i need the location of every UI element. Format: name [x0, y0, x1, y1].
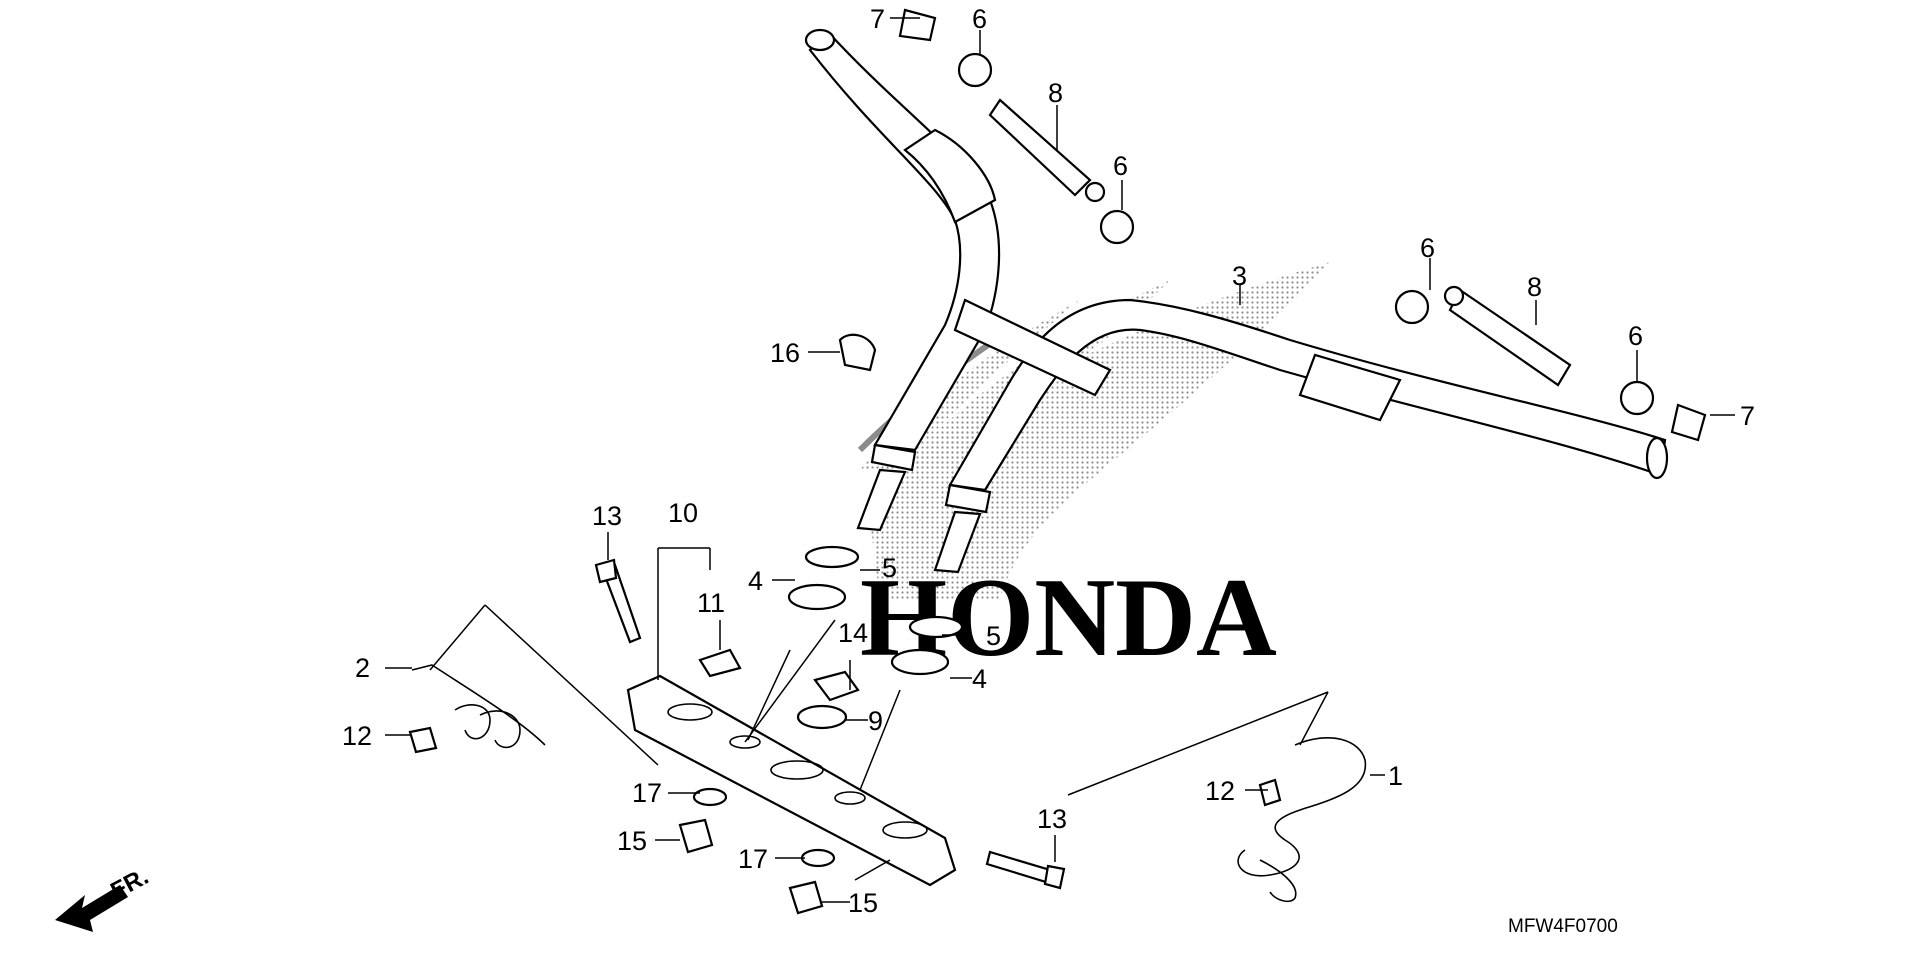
callout-14: 14	[838, 618, 868, 648]
callout-8: 8	[1048, 78, 1063, 108]
bar-end-weight-right	[1394, 285, 1707, 442]
callout-16: 16	[770, 338, 800, 368]
callout-8: 8	[1527, 272, 1542, 302]
bolt-13-lower	[985, 850, 1052, 884]
callout-6: 6	[1628, 321, 1643, 351]
callout-6: 6	[972, 4, 987, 34]
callout-2: 2	[355, 653, 370, 683]
front-direction-arrow: FR.	[55, 863, 153, 932]
callout-labels: 7 6 8 6 3 6 8 6 7 16 13 10 11 4 5 14 5 4…	[342, 4, 1755, 937]
wire-clamp-2	[408, 664, 546, 754]
bushings	[787, 545, 964, 730]
callout-7: 7	[870, 4, 885, 34]
holder-holes	[667, 703, 928, 839]
callout-13: 13	[592, 501, 622, 531]
handlebar	[804, 28, 1669, 574]
emblem-11	[698, 648, 742, 678]
callout-11: 11	[697, 588, 725, 618]
callout-6: 6	[1113, 151, 1128, 181]
callout-4: 4	[972, 664, 987, 694]
callout-7: 7	[1740, 401, 1755, 431]
diagram-code: MFW4F0700	[1508, 916, 1618, 937]
upper-holder	[626, 674, 957, 887]
callout-6: 6	[1420, 233, 1435, 263]
callout-5: 5	[882, 553, 897, 583]
callout-13: 13	[1037, 804, 1067, 834]
callout-17: 17	[738, 844, 768, 874]
callout-12: 12	[342, 721, 372, 751]
callout-9: 9	[868, 706, 883, 736]
leader-lines	[385, 17, 1735, 903]
callout-15: 15	[848, 888, 878, 918]
callout-1: 1	[1388, 761, 1403, 791]
callout-17: 17	[632, 778, 662, 808]
callout-5: 5	[986, 621, 1001, 651]
lower-nuts	[678, 787, 836, 915]
clamp-16	[838, 333, 877, 372]
callout-10: 10	[668, 498, 698, 528]
wire-harness-1	[1237, 737, 1367, 903]
callout-4: 4	[748, 566, 763, 596]
callout-3: 3	[1232, 261, 1247, 291]
callout-12: 12	[1205, 776, 1235, 806]
bar-end-weight-left	[898, 8, 1135, 245]
callout-15: 15	[617, 826, 647, 856]
